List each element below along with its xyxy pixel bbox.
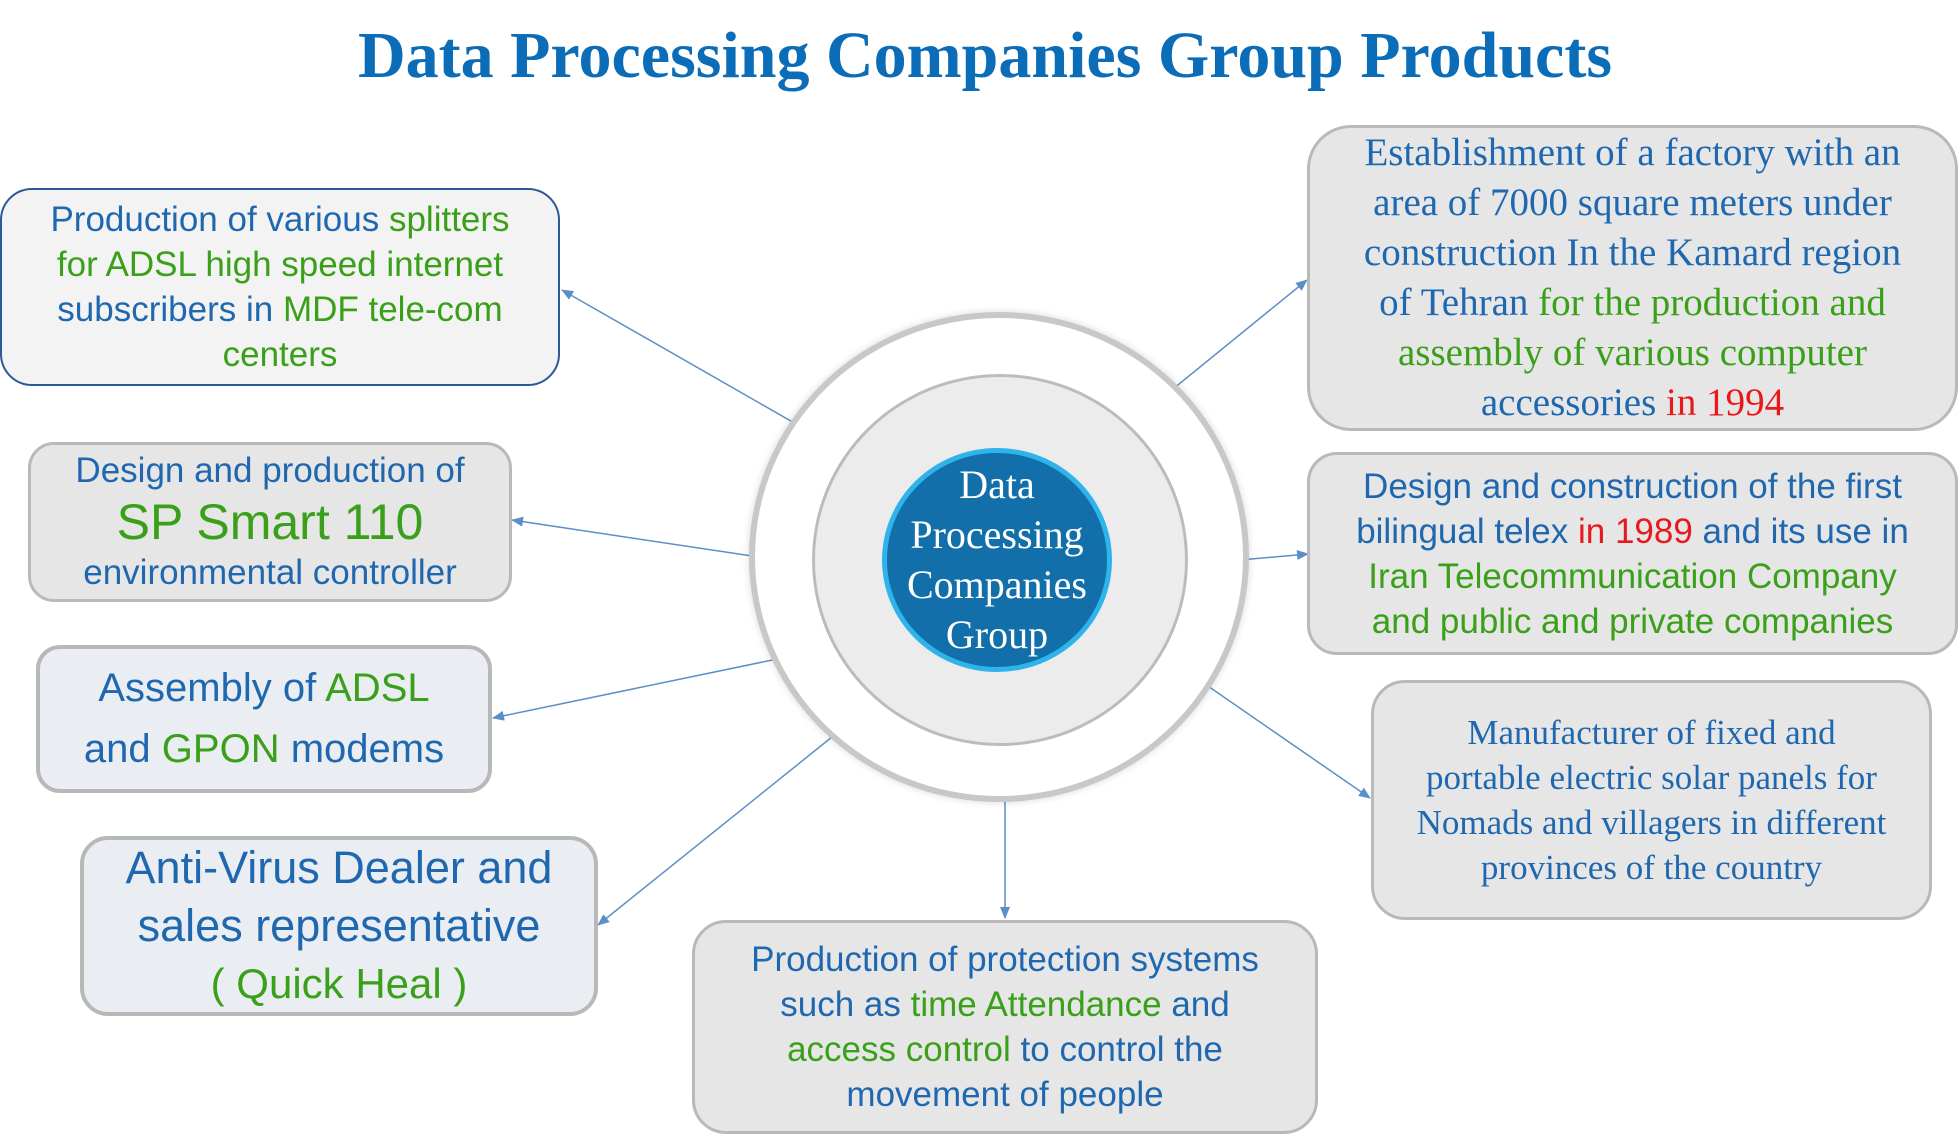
box-sp-smart: Design and production of SP Smart 110 en… <box>28 442 512 602</box>
box-telex: Design and construction of the first bil… <box>1307 452 1958 655</box>
box-splitters: Production of various splitters for ADSL… <box>0 188 560 386</box>
box-modems: Assembly of ADSL and GPON modems <box>36 645 492 793</box>
box-antivirus: Anti-Virus Dealer and sales representati… <box>80 836 598 1016</box>
box-solar: Manufacturer of fixed and portable elect… <box>1371 680 1932 920</box>
center-line: Processing <box>910 512 1084 557</box>
center-line: Companies <box>907 562 1087 607</box>
center-line: Data <box>959 462 1035 507</box>
center-line: Group <box>945 612 1049 657</box>
box-protection: Production of protection systems such as… <box>692 920 1318 1134</box>
diagram-title: Data Processing Companies Group Products <box>357 19 1613 92</box>
center-node: Data Processing Companies Group <box>882 448 1112 672</box>
box-factory: Establishment of a factory with an area … <box>1307 125 1958 431</box>
